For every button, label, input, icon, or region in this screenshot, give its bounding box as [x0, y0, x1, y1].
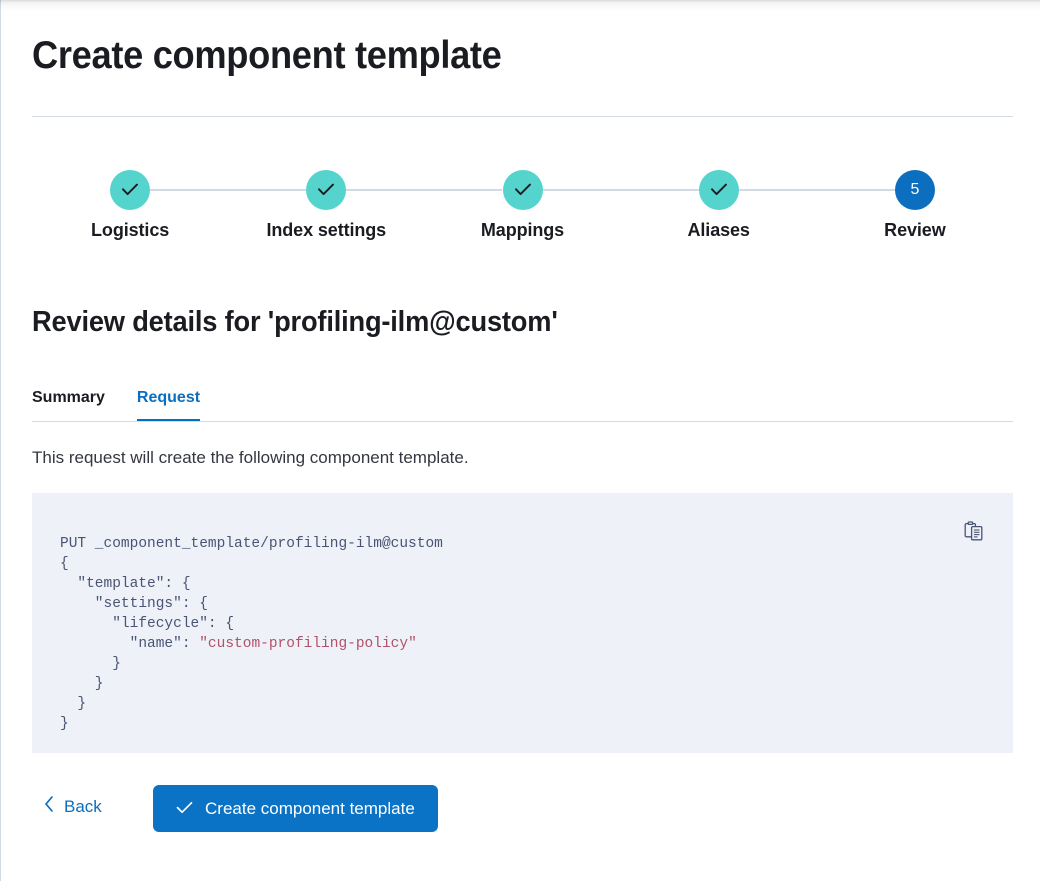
stepper-step-aliases[interactable]: Aliases — [621, 170, 817, 242]
request-description: This request will create the following c… — [32, 448, 469, 467]
clipboard-copy-icon[interactable] — [961, 518, 987, 544]
tab-request[interactable]: Request — [136, 378, 201, 422]
check-icon — [698, 170, 739, 210]
stepper-step-number-label: 5 — [910, 181, 920, 198]
code-token: "template": { — [60, 575, 191, 592]
request-code-block: PUT _component_template/profiling-ilm@cu… — [60, 534, 443, 734]
code-token: "lifecycle": { — [60, 615, 235, 632]
code-token: } — [60, 675, 104, 692]
check-icon — [110, 170, 151, 210]
stepper-step-label: Logistics — [91, 220, 170, 240]
code-token: PUT _component_template/profiling-ilm@cu… — [60, 535, 443, 552]
code-token: "name": — [60, 635, 200, 652]
code-token: "settings": { — [60, 595, 208, 612]
stepper-step-label: Review — [884, 220, 946, 240]
code-token: } — [60, 715, 69, 732]
check-icon — [502, 170, 543, 210]
request-code-panel: PUT _component_template/profiling-ilm@cu… — [32, 493, 1013, 753]
check-icon — [176, 799, 193, 819]
tab-summary[interactable]: Summary — [32, 389, 105, 406]
stepper-connector — [738, 189, 895, 191]
section-title: Review details for 'profiling-ilm@custom… — [32, 306, 558, 338]
header-divider — [32, 116, 1013, 117]
stepper-connector — [346, 189, 503, 191]
stepper-step-label: Aliases — [687, 220, 750, 240]
viewport-left-border — [0, 0, 1, 881]
chevron-left-icon — [43, 795, 55, 818]
create-component-template-button-label: Create component template — [205, 798, 415, 818]
stepper-step-index-settings[interactable]: Index settings — [228, 170, 424, 242]
stepper-step-logistics[interactable]: Logistics — [32, 170, 228, 242]
page-title: Create component template — [32, 34, 502, 77]
stepper-connector — [150, 189, 307, 191]
stepper-step-number: 5 — [894, 170, 935, 210]
tabs-divider — [32, 421, 1013, 422]
stepper-connector — [542, 189, 699, 191]
check-icon — [306, 170, 347, 210]
create-component-template-button[interactable]: Create component template — [153, 785, 438, 832]
stepper-step-label: Index settings — [266, 220, 387, 240]
back-button[interactable]: Back — [43, 795, 102, 818]
back-button-label: Back — [64, 796, 102, 816]
stepper-step-mappings[interactable]: Mappings — [425, 170, 621, 242]
code-token: "custom-profiling-policy" — [199, 635, 417, 652]
detail-tabs: Summary Request — [32, 378, 1013, 422]
page-body: Create component template Logistics Index… — [1, 0, 1013, 881]
stepper-step-label: Mappings — [480, 220, 565, 240]
code-token: { — [60, 555, 69, 572]
code-token: } — [60, 695, 87, 712]
code-token: } — [60, 655, 121, 672]
